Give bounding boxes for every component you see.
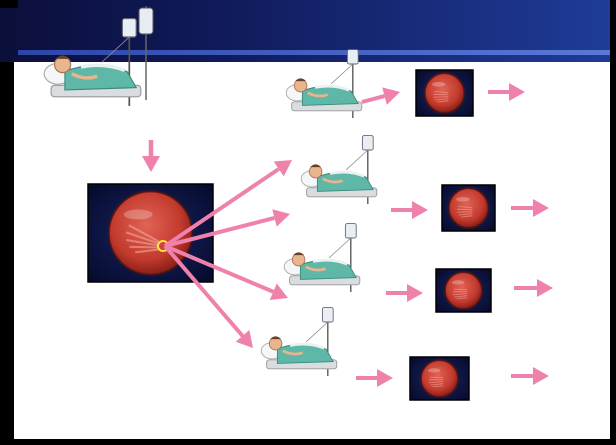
- arrow-to-plate-row-4: [356, 369, 393, 387]
- culture-plate-row-2: [442, 185, 495, 231]
- patient-row-3: [284, 224, 360, 292]
- source-culture-plate: [88, 184, 213, 282]
- culture-plate-row-3: [436, 269, 491, 312]
- arrow-out-row-4: [511, 367, 549, 385]
- source-patient: [44, 19, 141, 106]
- patient-row-2: [301, 136, 377, 204]
- arrow-out-row-3: [514, 279, 553, 297]
- patient-row-4: [261, 308, 337, 376]
- arrow-to-plate-row-1: [362, 87, 400, 104]
- arrow-to-plate-row-3: [386, 284, 423, 302]
- arrow-patient-to-plate: [142, 140, 160, 172]
- culture-plate-row-1: [416, 70, 473, 116]
- arrow-to-plate-row-2: [391, 201, 428, 219]
- patient-row-1: [286, 50, 362, 118]
- arrow-out-row-2: [511, 199, 549, 217]
- source-iv-bag: [139, 8, 153, 34]
- culture-plate-row-4: [410, 357, 469, 400]
- arrow-out-row-1: [488, 83, 525, 101]
